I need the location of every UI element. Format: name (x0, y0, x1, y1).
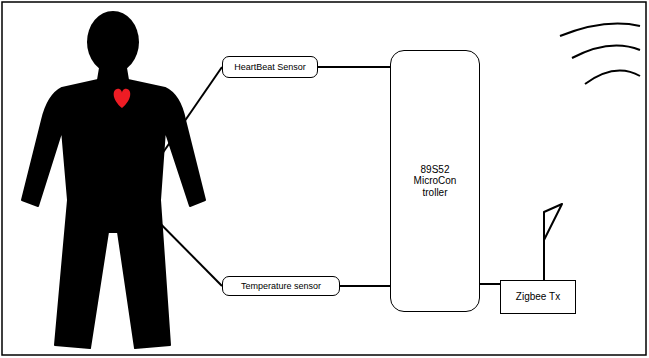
radio-wave (585, 71, 640, 84)
node-label: 89S52 MicroCon troller (407, 164, 463, 199)
node-label: HeartBeat Sensor (234, 62, 306, 72)
node-label: Zigbee Tx (516, 291, 560, 303)
wire-connector (340, 285, 390, 287)
transmitter-box: Zigbee Tx (500, 280, 576, 314)
node-label: Temperature sensor (241, 281, 321, 291)
sensor-box: HeartBeat Sensor (222, 56, 318, 78)
wire-connector (318, 66, 390, 68)
wire-connector (480, 283, 500, 285)
radio-wave (572, 46, 640, 59)
body-lead-line (133, 196, 222, 286)
antenna-symbol (544, 204, 562, 240)
body-lead-line (133, 67, 222, 196)
frame-border (2, 2, 646, 355)
person-head (87, 11, 139, 73)
microcontroller-box: 89S52 MicroCon troller (390, 50, 480, 312)
radio-wave (560, 24, 640, 36)
heart-symbol (114, 89, 131, 108)
sensor-box: Temperature sensor (222, 276, 340, 296)
person-silhouette (22, 68, 205, 348)
